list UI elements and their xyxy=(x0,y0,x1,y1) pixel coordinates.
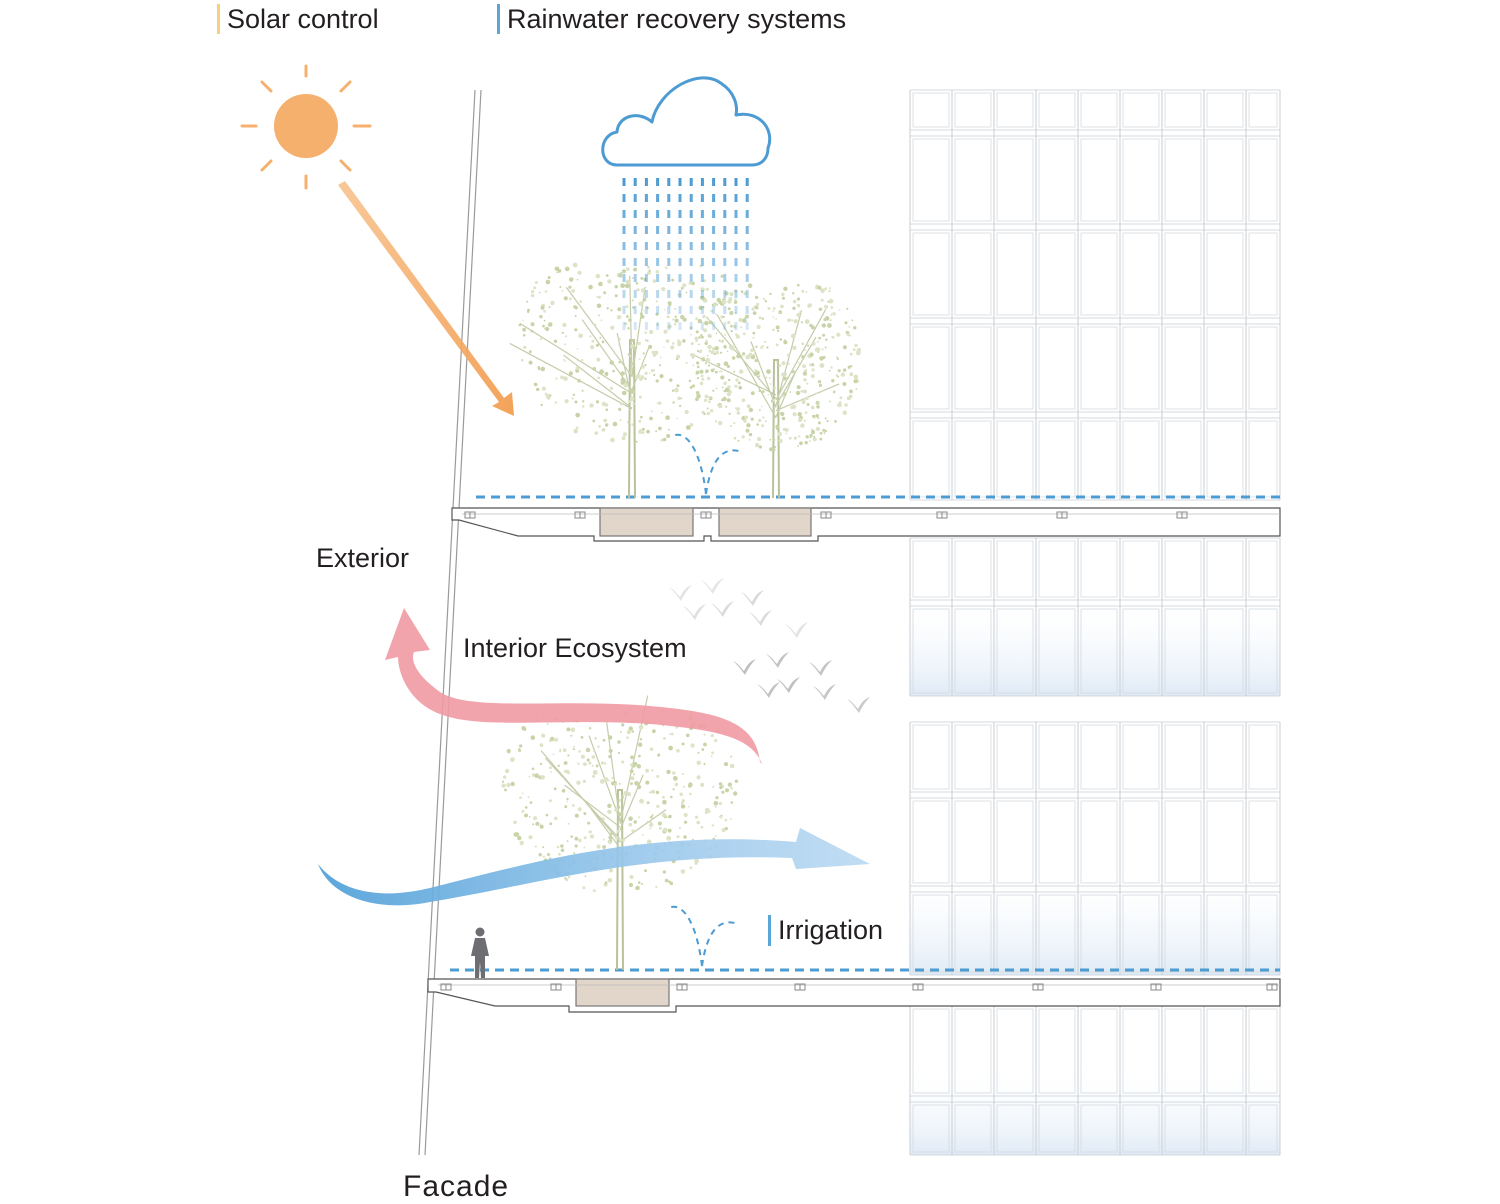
bird-icon xyxy=(733,659,756,675)
bird-icon xyxy=(749,610,772,626)
sun-ray-arrow xyxy=(338,181,514,416)
label-exterior: Exterior xyxy=(316,543,410,573)
tree-icon xyxy=(509,262,746,499)
sun-icon xyxy=(240,64,372,190)
bird-icon xyxy=(683,604,706,620)
bird-icon xyxy=(741,590,764,606)
cool-air-arrow xyxy=(318,828,870,906)
legend-rainwater-recovery: Rainwater recovery systems xyxy=(497,4,846,34)
bird-icon xyxy=(701,578,724,594)
legend-solar-control: Solar control xyxy=(217,4,379,34)
cloud-icon xyxy=(601,76,772,167)
bird-icon xyxy=(785,622,808,638)
bird-icon xyxy=(809,660,832,676)
warm-air-arrow xyxy=(385,608,762,764)
birds xyxy=(669,578,870,713)
bird-icon xyxy=(777,677,800,693)
bird-icon xyxy=(711,601,734,617)
label-facade: Facade xyxy=(403,1170,510,1203)
bird-icon xyxy=(766,652,789,668)
water-spray-icon xyxy=(667,905,739,967)
slab-upper xyxy=(451,507,1281,542)
label-interior-ecosystem: Interior Ecosystem xyxy=(463,633,687,663)
tree-icon xyxy=(501,695,739,971)
facade-line xyxy=(418,89,482,1156)
rain-drops xyxy=(622,178,749,330)
person-icon xyxy=(471,927,489,978)
bird-icon xyxy=(847,697,870,713)
bird-icon xyxy=(757,682,780,698)
slab-lower xyxy=(427,978,1281,1013)
building-grid xyxy=(909,89,1281,1156)
bird-icon xyxy=(669,585,692,601)
bird-icon xyxy=(813,684,836,700)
label-irrigation: Irrigation xyxy=(768,915,883,946)
water-spray-icon xyxy=(671,433,743,495)
tree-icon xyxy=(689,283,862,499)
slab-connectors xyxy=(440,511,1278,991)
